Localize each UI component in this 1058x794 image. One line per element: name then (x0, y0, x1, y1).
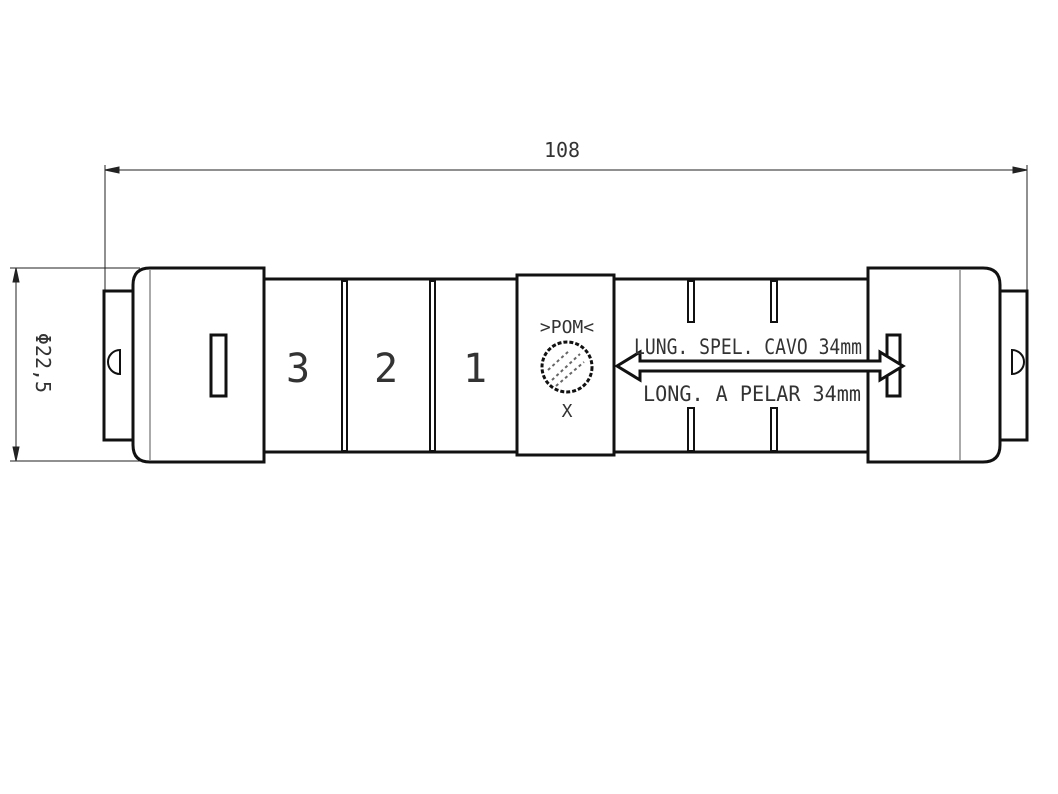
position-label-3: 3 (286, 346, 310, 392)
mark-label: X (562, 401, 573, 422)
material-label: >POM< (540, 317, 594, 338)
strip-length-es: LONG. A PELAR 34mm (643, 382, 861, 406)
strip-length-arrow (614, 349, 906, 383)
notch (687, 280, 695, 323)
right-block (866, 266, 1002, 464)
separator (341, 280, 348, 452)
position-label-1: 1 (463, 346, 487, 392)
length-dimension (104, 165, 1028, 292)
knurled-circle-icon (540, 340, 594, 394)
notch (770, 280, 778, 323)
right-screw-icon (1011, 348, 1025, 376)
left-slot (209, 333, 228, 398)
position-label-2: 2 (374, 346, 398, 392)
notch (687, 407, 695, 452)
left-block (131, 266, 266, 464)
strip-length-it: LUNG. SPEL. CAVO 34mm (634, 335, 862, 359)
diameter-dimension (10, 267, 140, 462)
left-screw-icon (107, 348, 121, 376)
diameter-dimension-label: Φ22,5 (31, 333, 55, 393)
separator (429, 280, 436, 452)
notch (770, 407, 778, 452)
length-dimension-label: 108 (544, 138, 580, 162)
